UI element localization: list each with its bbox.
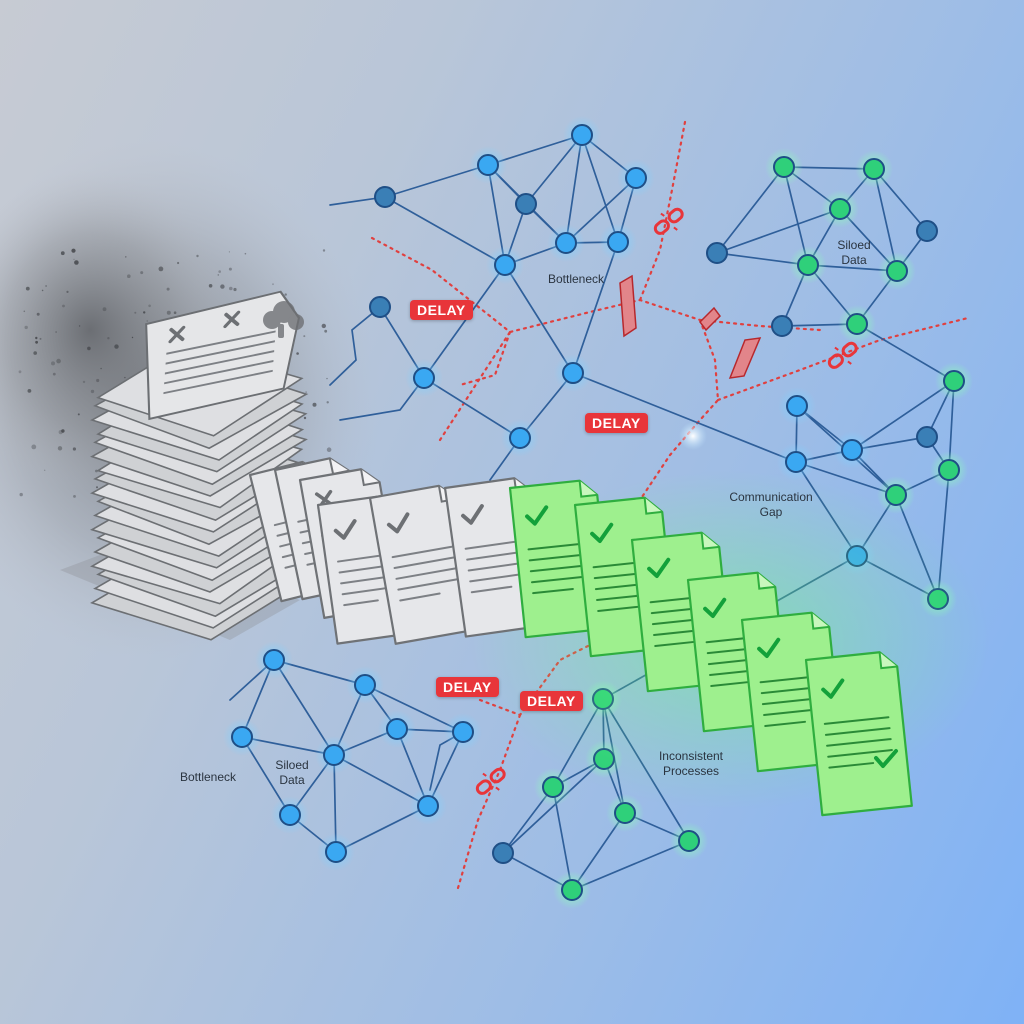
delay-badge: DELAY	[585, 413, 648, 433]
label-communication-gap: Communication Gap	[729, 490, 813, 519]
dotted-boundary-line	[716, 316, 970, 402]
network-edge	[572, 241, 619, 374]
broken-link-icons	[475, 207, 858, 795]
barrier-blocks	[619, 274, 762, 379]
dotted-boundary-line	[638, 318, 720, 502]
network-node	[841, 439, 863, 461]
network-node	[323, 744, 345, 766]
network-node	[785, 451, 807, 473]
label-siloed-data-bottom: Siloed Data	[275, 758, 309, 787]
document-stack	[60, 290, 309, 641]
dotted-boundary-line	[638, 120, 687, 302]
network-node	[773, 156, 795, 178]
network-edge	[851, 380, 955, 451]
network-node	[494, 254, 516, 276]
document-flow	[248, 457, 913, 817]
check-mark-icon	[874, 749, 898, 768]
network-node	[886, 260, 908, 282]
network-node	[369, 296, 391, 318]
network-node	[492, 842, 514, 864]
dotted-boundary-line	[438, 330, 512, 442]
network-edge	[571, 840, 690, 891]
network-node	[706, 242, 728, 264]
top-sheet	[145, 290, 301, 421]
network-node	[797, 254, 819, 276]
network-node	[771, 315, 793, 337]
network-node	[555, 232, 577, 254]
network-edge	[504, 264, 574, 374]
network-node	[386, 718, 408, 740]
network-node	[562, 362, 584, 384]
check-mark-icon	[333, 519, 357, 540]
check-mark-icon	[461, 504, 484, 525]
network-node	[452, 721, 474, 743]
network-node	[542, 776, 564, 798]
label-bottleneck-top: Bottleneck	[547, 272, 605, 286]
network-node	[413, 367, 435, 389]
label-bottleneck-bottom: Bottleneck	[179, 770, 237, 784]
network-node	[625, 167, 647, 189]
network-edge	[329, 306, 381, 386]
delay-badge: DELAY	[436, 677, 499, 697]
check-mark-icon	[386, 512, 410, 534]
network-edge	[423, 264, 506, 379]
dotted-boundary-line	[456, 713, 522, 890]
network-node	[916, 220, 938, 242]
network-node	[417, 795, 439, 817]
network-node	[607, 231, 629, 253]
network-node	[561, 879, 583, 901]
broken-link-icon	[827, 341, 858, 369]
label-siloed-data-top: Siloed Data	[837, 238, 871, 267]
spark	[679, 422, 707, 450]
label-inconsistent-processes: Inconsistent Processes	[658, 749, 724, 778]
broken-link-icon	[653, 207, 684, 235]
network-node	[938, 459, 960, 481]
dotted-boundary-line	[370, 236, 822, 334]
network-node	[846, 313, 868, 335]
check-mark-icon	[757, 637, 781, 658]
broken-link-icon	[475, 767, 506, 795]
network-node	[509, 427, 531, 449]
document	[804, 651, 913, 817]
check-mark-icon	[821, 678, 845, 699]
network-node	[279, 804, 301, 826]
network-node	[829, 198, 851, 220]
network-node	[614, 802, 636, 824]
network-node	[325, 841, 347, 863]
network-node	[515, 193, 537, 215]
x-mark-icon	[168, 325, 186, 344]
network-node	[786, 395, 808, 417]
network-edge	[572, 372, 797, 463]
network-edge	[384, 196, 506, 266]
check-mark-icon	[525, 505, 549, 526]
network-node	[943, 370, 965, 392]
delay-badge: DELAY	[410, 300, 473, 320]
network-node	[354, 674, 376, 696]
network-node	[885, 484, 907, 506]
network-node	[678, 830, 700, 852]
network-node	[916, 426, 938, 448]
network-edge	[716, 208, 841, 254]
delay-badge: DELAY	[520, 691, 583, 711]
network-node	[477, 154, 499, 176]
network-node	[374, 186, 396, 208]
network-node	[263, 649, 285, 671]
check-mark-icon	[647, 557, 671, 578]
network-nodes	[223, 116, 973, 909]
x-mark-icon	[223, 310, 241, 329]
network-node	[863, 158, 885, 180]
network-node	[231, 726, 253, 748]
check-mark-icon	[590, 522, 614, 543]
check-mark-icon	[703, 597, 727, 618]
smoke-cloud-icon	[263, 301, 304, 338]
dotted-boundary-line	[458, 330, 512, 387]
network-node	[571, 124, 593, 146]
